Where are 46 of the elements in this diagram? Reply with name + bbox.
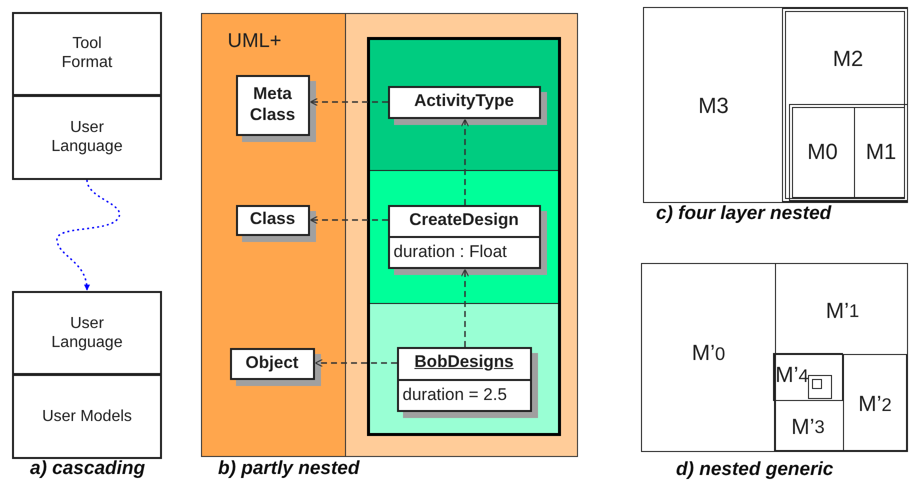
level-box: [774, 354, 844, 450]
level-label: M1: [864, 138, 898, 166]
wavy-arrow: [56, 180, 120, 291]
dependency-arrow: [314, 358, 397, 368]
level-box: [773, 353, 843, 401]
layer-label: User Language: [50, 314, 124, 353]
level-box: [774, 354, 907, 451]
language-panel: [201, 13, 346, 457]
dependency-arrow: [460, 268, 470, 347]
dependency-arrow: [460, 118, 470, 205]
class-name: Object: [244, 352, 300, 374]
class-name: CreateDesign: [408, 208, 520, 231]
panel-caption: b) partly nested: [218, 458, 360, 480]
layer-label: Tool Format: [60, 34, 114, 73]
panel-caption: c) four layer nested: [656, 203, 832, 225]
level-box: [643, 7, 908, 203]
layer-label: User Language: [50, 118, 124, 157]
layer-label: User Models: [42, 407, 132, 428]
level-box: [782, 8, 908, 202]
level-box: [774, 262, 908, 452]
layer-frame: [366, 36, 560, 436]
layer-box: [12, 12, 162, 96]
panel-title: UML+: [226, 28, 282, 54]
class-name: Class: [248, 208, 296, 230]
level-label: M3: [697, 92, 730, 120]
level-box: [808, 374, 832, 398]
dependency-arrow: [310, 98, 388, 106]
attribute-text: duration = 2.5: [396, 378, 532, 410]
panel-caption: a) cascading: [30, 458, 146, 480]
level-box: [812, 379, 822, 389]
layer-box: [12, 95, 162, 180]
layer-band: [370, 304, 558, 432]
level-box: [641, 263, 908, 452]
panel-caption: d) nested generic: [676, 459, 834, 481]
class-name: BobDesigns: [413, 351, 515, 374]
model-panel: [345, 13, 578, 457]
level-box: [788, 104, 908, 200]
level-label: M0: [806, 138, 839, 166]
layer-band: [370, 170, 558, 304]
attribute-text: duration : Float: [388, 236, 540, 268]
level-label: M2: [832, 45, 864, 74]
dependency-arrow: [310, 216, 388, 224]
class-name: ActivityType: [413, 90, 515, 112]
class-name: Meta Class: [248, 83, 296, 126]
layer-box: [12, 374, 162, 459]
layer-box: [12, 291, 162, 375]
